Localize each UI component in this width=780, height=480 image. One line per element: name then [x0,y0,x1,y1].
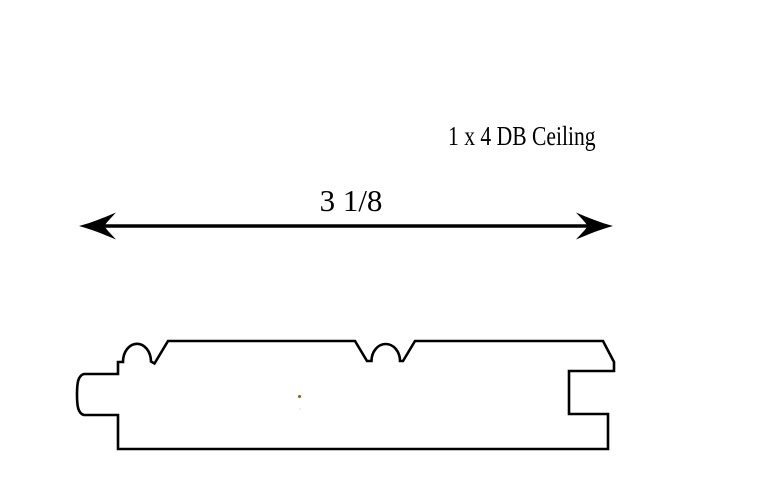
stray-speck [298,395,301,398]
board-profile-outline [75,339,616,451]
dimension-value-label: 3 1/8 [319,183,383,218]
arrow-left-head-icon [79,212,116,240]
product-title-label: 1 x 4 DB Ceiling [448,121,596,151]
stray-speck-faint [299,408,301,410]
dimension-arrow [79,212,613,240]
arrow-right-head-icon [576,212,613,240]
